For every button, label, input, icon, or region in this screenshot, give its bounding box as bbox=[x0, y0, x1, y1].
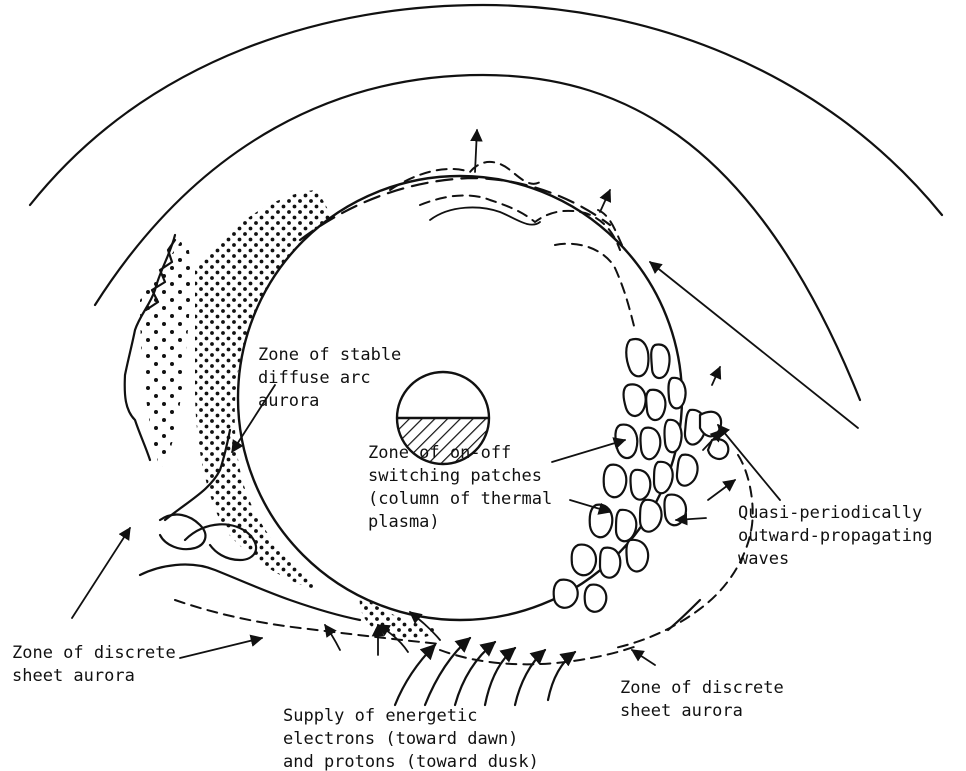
right-edge-wave bbox=[668, 600, 700, 630]
label-discrete-sheet-right: Zone of discrete sheet aurora bbox=[620, 678, 794, 721]
diffuse-aurora-dots-outer bbox=[140, 235, 191, 470]
leader-discrete-left-1 bbox=[72, 528, 130, 618]
label-quasi-periodic: Quasi-periodically outward-propagating w… bbox=[738, 503, 943, 569]
leader-discrete-right bbox=[632, 650, 655, 665]
label-discrete-sheet-left: Zone of discrete sheet aurora bbox=[12, 643, 186, 686]
leader-quasi-2 bbox=[718, 425, 780, 500]
supply-arrows bbox=[325, 612, 575, 705]
arrow-out-2 bbox=[708, 480, 735, 500]
arrow-up-2 bbox=[600, 190, 610, 212]
label-supply: Supply of energetic electrons (toward da… bbox=[283, 706, 539, 771]
arrow-out-3 bbox=[712, 367, 720, 385]
leader-discrete-left-2 bbox=[180, 638, 262, 658]
